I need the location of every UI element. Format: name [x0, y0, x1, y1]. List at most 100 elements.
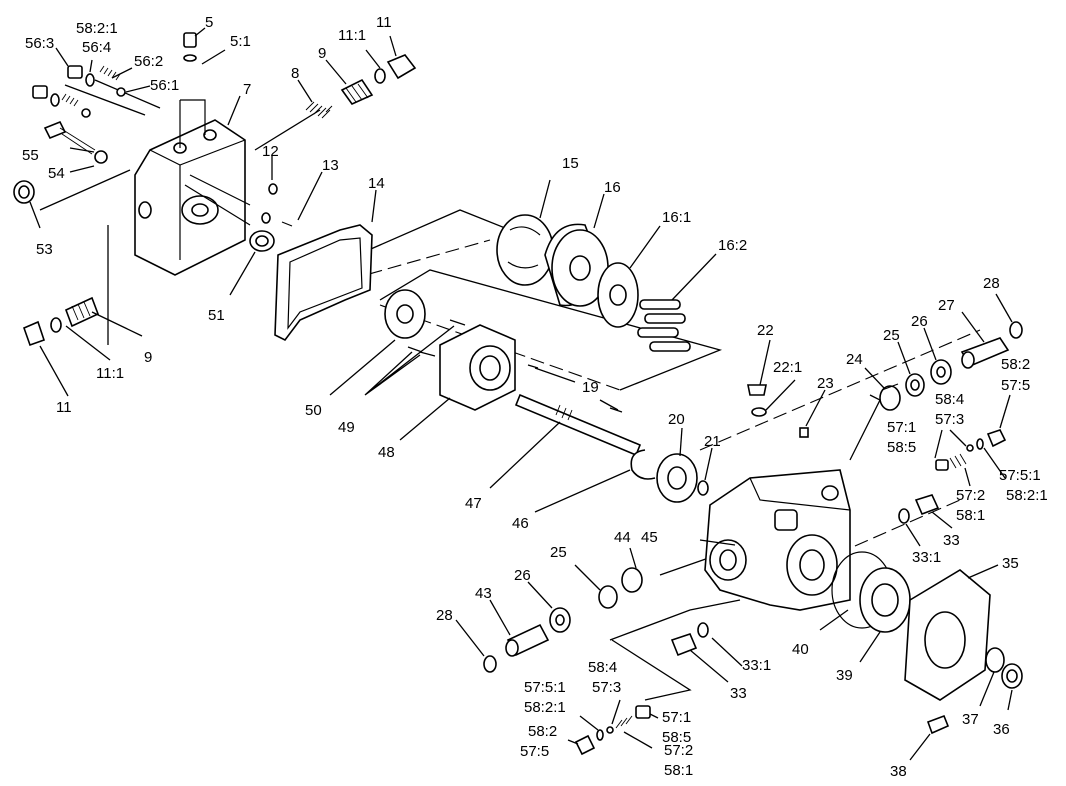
- plug-56-3: [67, 65, 126, 97]
- callout-label: 47: [465, 495, 482, 512]
- relief-valve-right: [935, 429, 1007, 471]
- callout-label: 49: [338, 419, 355, 436]
- callout-label: 24: [846, 351, 863, 368]
- washer-25-right: [905, 373, 925, 397]
- callout-label: 58:4: [588, 659, 617, 676]
- washer-25-bottom: [598, 585, 618, 609]
- valve-9-top: [340, 78, 374, 105]
- pistons-16-2: [637, 299, 691, 352]
- callout-label: 56:4: [82, 39, 111, 56]
- callout-label: 8: [291, 65, 299, 82]
- retaining-ring-46: [630, 449, 656, 480]
- callout-label: 57:3: [935, 411, 964, 428]
- callout-label: 57:5:1: [524, 679, 566, 696]
- washer-26-bottom: [549, 607, 571, 633]
- ring-28-right: [1009, 321, 1023, 339]
- callout-label: 57:2: [664, 742, 693, 759]
- callout-label: 37: [962, 711, 979, 728]
- callout-label: 56:1: [150, 77, 179, 94]
- callout-label: 50: [305, 402, 322, 419]
- callout-label: 5: [205, 14, 213, 31]
- callout-label: 28: [983, 275, 1000, 292]
- gasket-14: [274, 224, 373, 342]
- fitting-33-top: [898, 494, 940, 524]
- leader-lines: [29, 27, 1013, 761]
- callout-label: 58:2:1: [524, 699, 566, 716]
- pins-49: [407, 319, 466, 357]
- callout-label: 54: [48, 165, 65, 182]
- callout-label: 14: [368, 175, 385, 192]
- pin-13: [281, 221, 293, 227]
- callout-label: 28: [436, 607, 453, 624]
- callout-label: 39: [836, 667, 853, 684]
- callout-label: 33: [730, 685, 747, 702]
- callout-label: 57:1: [662, 709, 691, 726]
- callout-label: 58:1: [664, 762, 693, 779]
- callout-label: 16:2: [718, 237, 747, 254]
- callout-label: 33: [943, 532, 960, 549]
- swashplate-48: [439, 324, 516, 411]
- cylinder-block-16: [544, 223, 609, 307]
- callout-label: 53: [36, 241, 53, 258]
- callout-label: 58:2: [1001, 356, 1030, 373]
- callout-label: 57:3: [592, 679, 621, 696]
- ring-28-bottom: [483, 655, 497, 673]
- callout-label: 57:5: [1001, 377, 1030, 394]
- bolt-55: [43, 120, 96, 155]
- plug-5: [183, 32, 197, 62]
- bolt-38: [926, 714, 950, 735]
- plug-23: [799, 427, 809, 438]
- callout-label: 58:2:1: [1006, 487, 1048, 504]
- callout-label: 33:1: [912, 549, 941, 566]
- sleeve-44: [621, 567, 643, 593]
- callout-labels: 56:3 58:2:1 56:4 56:2 56:1 5 5:1 7 8 9 1…: [22, 14, 1048, 780]
- callout-label: 16:1: [662, 209, 691, 226]
- callout-label: 40: [792, 641, 809, 658]
- seal-53: [13, 180, 35, 204]
- spool-43: [505, 623, 550, 657]
- gerotor-39: [859, 567, 911, 633]
- callout-label: 13: [322, 157, 339, 174]
- callout-label: 11:1: [338, 27, 366, 44]
- callout-label: 57:1: [887, 419, 916, 436]
- callout-label: 9: [144, 349, 152, 366]
- bearing-51: [249, 230, 275, 252]
- port-plate-15: [496, 214, 554, 286]
- callout-label: 22:1: [773, 359, 802, 376]
- callout-label: 35: [1002, 555, 1019, 572]
- callout-label: 55: [22, 147, 39, 164]
- housing-part-7: [134, 99, 251, 276]
- callout-label: 45: [641, 529, 658, 546]
- callout-label: 25: [883, 327, 900, 344]
- spool-27: [960, 337, 1010, 369]
- callout-label: 57:5: [520, 743, 549, 760]
- callout-label: 21: [704, 433, 721, 450]
- callout-label: 58:5: [887, 439, 916, 456]
- plug-11-bottom: [22, 317, 62, 347]
- key-19: [527, 364, 623, 413]
- callout-label: 11: [56, 399, 72, 416]
- sleeve-24: [879, 383, 901, 411]
- relief-valve-bottom: [574, 705, 651, 756]
- callout-label: 11: [376, 14, 392, 31]
- valve-9-bottom: [64, 296, 100, 328]
- callout-label: 23: [817, 375, 834, 392]
- callout-label: 58:5: [662, 729, 691, 746]
- retainer-16-1: [597, 262, 639, 328]
- oring-12: [261, 183, 278, 224]
- callout-label: 36: [993, 721, 1010, 738]
- callout-label: 58:1: [956, 507, 985, 524]
- callout-label: 27: [938, 297, 955, 314]
- callout-label: 26: [514, 567, 531, 584]
- callout-label: 33:1: [742, 657, 771, 674]
- main-housing-45: [704, 469, 851, 611]
- spring-8: [305, 101, 333, 119]
- callout-label: 19: [582, 379, 599, 396]
- callout-label: 7: [243, 81, 251, 98]
- callout-label: 22: [757, 322, 774, 339]
- plug-56: [32, 85, 91, 118]
- callout-label: 44: [614, 529, 631, 546]
- washer-26-right: [930, 359, 952, 385]
- callout-label: 58:4: [935, 391, 964, 408]
